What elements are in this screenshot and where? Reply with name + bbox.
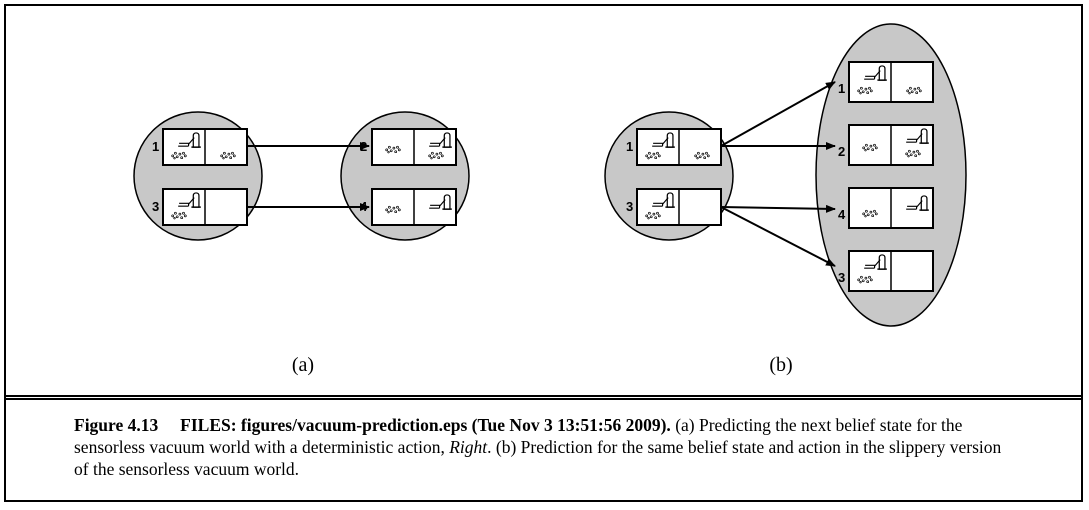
state-box-a-tgt-4: 4 — [360, 188, 457, 226]
state-number: 3 — [152, 199, 159, 214]
panel-b: 1 3 1 — [604, 23, 967, 376]
figure-caption: Figure 4.13 FILES: figures/vacuum-predic… — [74, 414, 1014, 480]
panel-label-a: (a) — [292, 354, 314, 376]
state-number: 1 — [152, 139, 159, 154]
state-box-a-tgt-2: 2 — [360, 128, 457, 166]
state-number: 1 — [626, 139, 633, 154]
state-box-b-tgt-4: 4 — [838, 187, 934, 229]
state-box-a-src-1: 1 — [152, 128, 248, 166]
panel-a: 1 3 2 — [133, 111, 470, 376]
panel-label-b: (b) — [769, 354, 792, 376]
state-box-b-tgt-1: 1 — [838, 61, 934, 103]
caption-text-b: . (b) Prediction for the same belief sta… — [74, 437, 1002, 479]
caption-text-a: (a) Predicting the next belief state for… — [74, 415, 963, 457]
state-number: 1 — [838, 81, 845, 96]
state-number: 3 — [626, 199, 633, 214]
action-name: Right — [449, 437, 488, 457]
arrow-b-1-to-1 — [720, 81, 836, 147]
state-box-a-src-3: 3 — [152, 188, 248, 226]
state-number: 2 — [838, 144, 845, 159]
state-box-b-src-3: 3 — [626, 188, 722, 226]
arrow-b-3-to-3 — [720, 206, 836, 267]
vacuum-prediction-diagram: 1 3 2 — [133, 23, 967, 376]
state-box-b-src-1: 1 — [626, 128, 722, 166]
state-number: 3 — [838, 270, 845, 285]
state-box-b-tgt-2: 2 — [838, 124, 934, 166]
caption-divider — [6, 395, 1081, 400]
arrow-b-3-to-4 — [720, 204, 836, 213]
figure-number: Figure 4.13 — [74, 415, 159, 435]
state-box-b-tgt-3: 3 — [838, 250, 934, 292]
figure-frame: 1 3 2 — [4, 4, 1083, 502]
files-note: FILES: figures/vacuum-prediction.eps (Tu… — [180, 415, 671, 435]
state-number: 4 — [838, 207, 846, 222]
